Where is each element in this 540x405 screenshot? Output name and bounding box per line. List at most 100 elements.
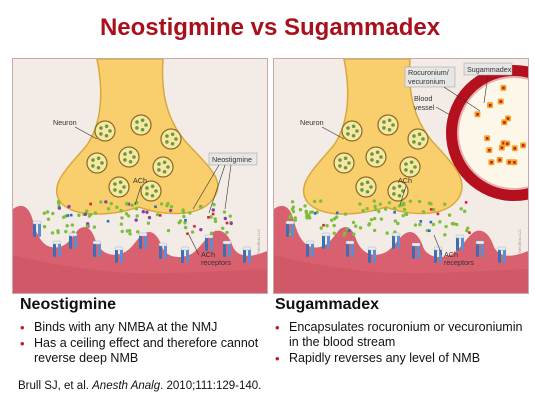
ach-molecule xyxy=(343,212,348,216)
neuron-label: Neuron xyxy=(300,118,324,127)
ach-molecule xyxy=(165,203,169,208)
ach-molecule xyxy=(228,214,232,218)
ach-molecule xyxy=(46,217,51,221)
sugammadex-complex xyxy=(498,144,505,151)
rocuronium-label-line1: Rocuronium/ xyxy=(408,68,449,77)
ach-molecule xyxy=(109,201,113,206)
ach-receptor xyxy=(180,246,190,263)
sugammadex-synapse-illustration: Neuron Rocuronium/ vecuronium Sugammadex… xyxy=(274,59,528,293)
vesicles xyxy=(86,114,182,202)
ach-receptors xyxy=(32,220,252,263)
ach-molecule xyxy=(213,219,218,224)
ach-molecule xyxy=(397,204,402,208)
ach-molecule xyxy=(222,210,227,214)
sugammadex-complex xyxy=(511,145,518,152)
ach-molecule xyxy=(432,207,436,212)
sugammadex-complex xyxy=(486,147,493,154)
sugammadex-label: Sugammadex xyxy=(467,65,512,74)
vesicle xyxy=(407,128,429,150)
ach-molecule xyxy=(155,212,160,217)
ach-molecule xyxy=(199,205,203,209)
ach-molecule xyxy=(209,231,214,235)
ach-molecule xyxy=(369,217,374,222)
neostigmine-heading: Neostigmine xyxy=(20,296,117,313)
vesicle xyxy=(399,156,421,178)
ach-molecule xyxy=(146,221,151,225)
ach-molecule xyxy=(56,230,60,235)
ach-molecule xyxy=(417,199,422,204)
ach-molecule xyxy=(354,224,358,228)
ach-molecule xyxy=(93,211,98,215)
ach-molecule xyxy=(120,216,124,220)
ach-molecule xyxy=(209,215,213,219)
sugammadex-complex xyxy=(497,98,504,105)
ach-label: ACh xyxy=(398,176,412,185)
ach-molecule xyxy=(65,224,69,228)
ach-molecule xyxy=(466,226,470,230)
sugammadex-complex xyxy=(500,84,507,91)
ach-molecule xyxy=(438,220,442,224)
ach-molecule xyxy=(229,221,233,226)
ach-molecule xyxy=(443,233,447,237)
ach-receptor xyxy=(455,234,465,251)
ach-molecule xyxy=(130,203,134,207)
ach-molecule xyxy=(223,216,228,221)
ach-molecule xyxy=(57,206,62,210)
ach-molecule xyxy=(288,214,292,219)
neuron-terminal xyxy=(302,59,463,215)
citation: Brull SJ, et al. Anesth Analg. 2010;111:… xyxy=(18,380,261,392)
ach-molecule xyxy=(145,210,149,214)
ach-receptors-label-line1: ACh xyxy=(444,250,458,259)
ach-molecule xyxy=(64,229,68,234)
sugammadex-complexes xyxy=(474,84,527,166)
ach-molecule xyxy=(351,220,356,225)
vesicle xyxy=(333,152,355,174)
ach-receptor xyxy=(52,240,62,257)
ach-molecule xyxy=(330,218,334,222)
ach-molecule xyxy=(124,201,129,206)
ach-molecule xyxy=(85,209,89,213)
ach-molecule xyxy=(454,222,459,227)
ach-molecule xyxy=(225,230,229,235)
ach-molecule xyxy=(465,229,469,233)
ach-receptors-label-line2: receptors xyxy=(444,258,474,267)
ach-molecule xyxy=(361,208,365,213)
ach-receptor xyxy=(242,246,252,263)
slide-title: Neostigmine vs Sugammadex xyxy=(99,14,441,41)
ach-molecule xyxy=(115,205,119,209)
ach-molecule xyxy=(159,202,164,206)
ach-molecule xyxy=(332,223,336,228)
ach-receptors xyxy=(285,220,507,263)
ach-molecule xyxy=(429,202,433,206)
ach-molecule xyxy=(298,208,303,212)
neostigmine-bullets: Binds with any NMBA at the NMJ Has a cei… xyxy=(20,320,270,367)
ach-molecule xyxy=(190,230,195,234)
ach-molecule xyxy=(358,202,362,206)
ach-molecule xyxy=(147,215,152,220)
sugammadex-complex xyxy=(520,142,527,149)
vesicle xyxy=(152,156,174,178)
ach-molecule xyxy=(377,209,381,214)
ach-receptor xyxy=(321,232,331,249)
ach-molecule xyxy=(135,214,139,218)
ach-receptor xyxy=(285,220,295,237)
ach-molecule xyxy=(125,229,130,233)
ach-molecule xyxy=(136,230,140,234)
ach-molecule xyxy=(342,233,346,237)
sugammadex-complex xyxy=(484,135,491,142)
sugammadex-heading: Sugammadex xyxy=(275,296,380,313)
ach-molecule xyxy=(104,200,108,204)
bullet-item: Has a ceiling effect and therefore canno… xyxy=(20,336,270,366)
sugammadex-bullets: Encapsulates rocuronium or vecuroniumin … xyxy=(275,320,525,367)
ach-molecule xyxy=(67,204,71,209)
ach-molecule xyxy=(393,219,398,223)
ach-molecule xyxy=(290,200,295,204)
ach-receptors-label-line2: receptors xyxy=(201,258,231,267)
ach-molecule xyxy=(106,207,111,211)
ach-receptor xyxy=(32,220,42,237)
neostigmine-diagram: Neuron Neostigmine ACh ACh receptors ©Me… xyxy=(12,58,268,294)
ach-molecule xyxy=(99,200,103,204)
sugammadex-complex xyxy=(506,159,513,166)
ach-molecule xyxy=(319,199,323,203)
ach-molecule xyxy=(373,228,377,233)
